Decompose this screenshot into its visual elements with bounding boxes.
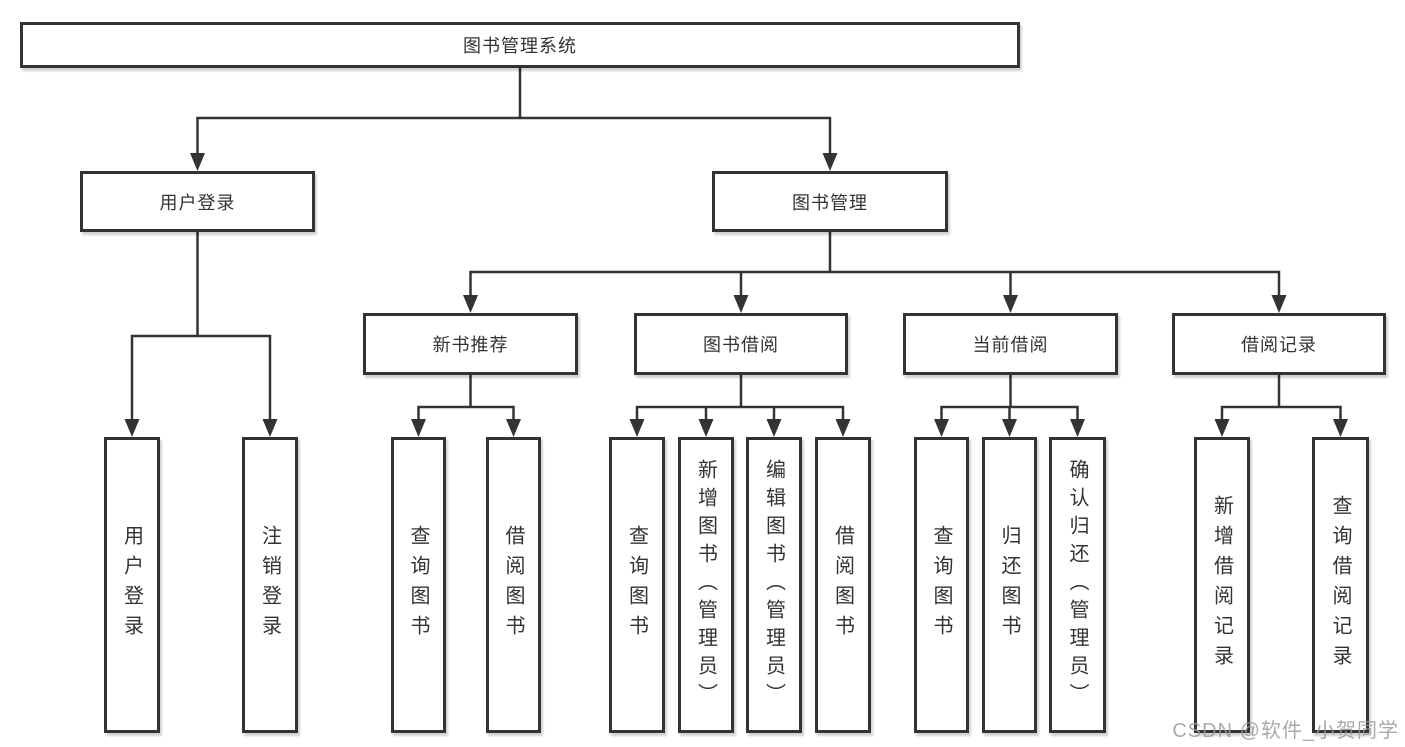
leaf-add-borrow-record: 新增借阅记录 <box>1194 437 1250 733</box>
node-user-login: 用户登录 <box>80 171 315 232</box>
leaf-query-books-current: 查询图书 <box>914 437 969 733</box>
node-book-management: 图书管理 <box>712 171 948 232</box>
leaf-query-books-recommend: 查询图书 <box>391 437 446 733</box>
leaf-borrow-books-recommend: 借阅图书 <box>486 437 541 733</box>
leaf-user-login: 用户登录 <box>104 437 160 733</box>
csdn-watermark: CSDN @软件_小贺同学 <box>1172 720 1399 742</box>
leaf-query-books-borrowing: 查询图书 <box>609 437 665 733</box>
node-book-borrowing: 图书借阅 <box>634 313 848 375</box>
leaf-confirm-return-admin: 确认归还（管理员） <box>1049 437 1106 733</box>
node-library-management-system: 图书管理系统 <box>20 22 1020 68</box>
node-borrowing-records: 借阅记录 <box>1172 313 1386 375</box>
node-current-borrowing: 当前借阅 <box>903 313 1118 375</box>
leaf-query-borrow-record: 查询借阅记录 <box>1312 437 1369 733</box>
node-new-book-recommend: 新书推荐 <box>363 313 578 375</box>
leaf-borrow-books: 借阅图书 <box>815 437 871 733</box>
leaf-return-books: 归还图书 <box>982 437 1037 733</box>
leaf-add-book-admin: 新增图书（管理员） <box>678 437 734 733</box>
leaf-edit-book-admin: 编辑图书（管理员） <box>746 437 802 733</box>
leaf-logout: 注销登录 <box>242 437 298 733</box>
